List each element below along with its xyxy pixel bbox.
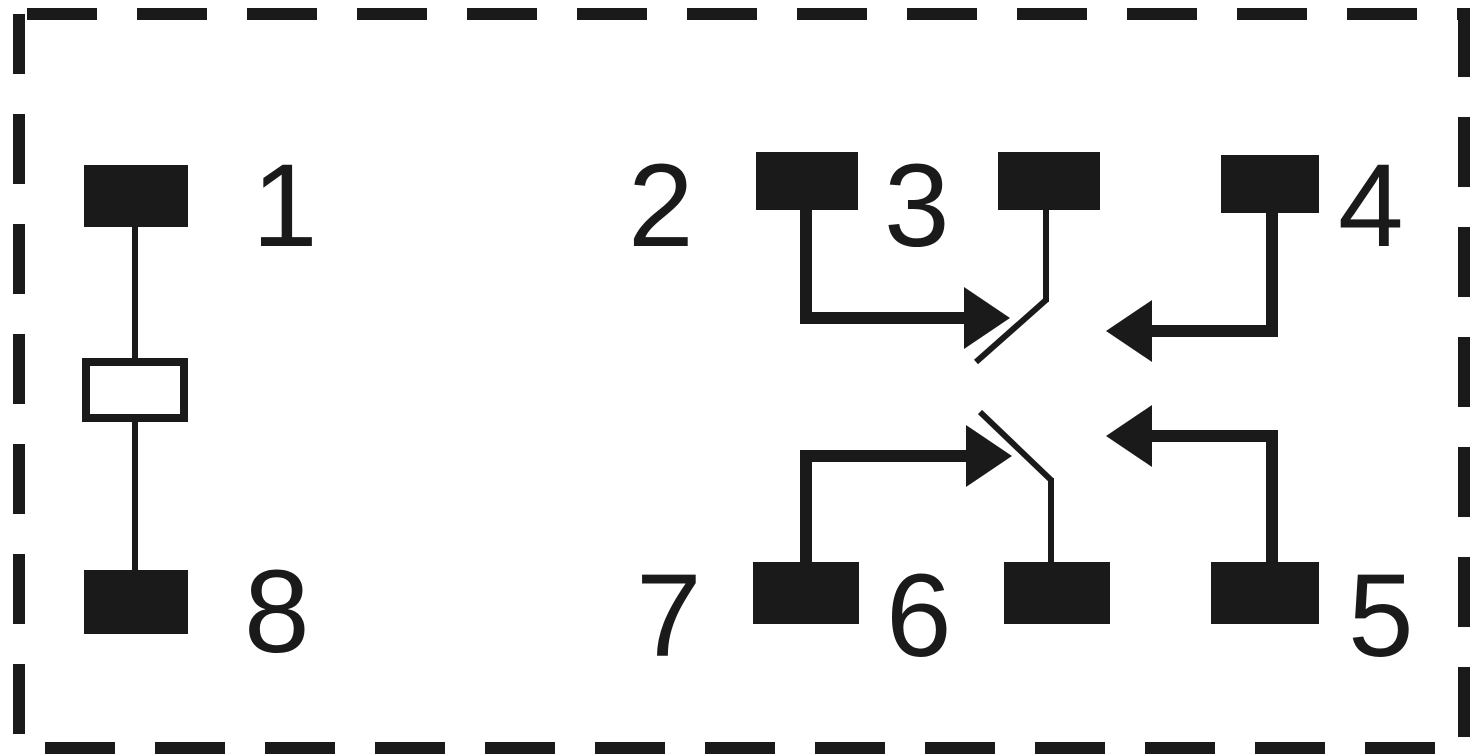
pin-label-1: 1 xyxy=(252,140,318,272)
pin-4-arrowhead xyxy=(1106,300,1152,362)
pin-label-8: 8 xyxy=(244,546,310,678)
pin-label-2: 2 xyxy=(628,140,694,272)
pin-label-5: 5 xyxy=(1348,550,1414,682)
pad-pin-5 xyxy=(1211,562,1319,624)
pad-pin-7 xyxy=(753,562,859,624)
package-outline xyxy=(13,8,1470,754)
pin-7-lead xyxy=(800,450,966,564)
pad-pin-6 xyxy=(1004,562,1110,624)
lower-switch-blade xyxy=(977,409,1054,483)
pad-pin-4 xyxy=(1221,155,1319,213)
pin-5-lead xyxy=(1150,430,1278,564)
coil-symbol xyxy=(82,358,188,422)
pin-label-3: 3 xyxy=(884,140,950,272)
pin-label-6: 6 xyxy=(886,550,952,682)
pad-pin-8 xyxy=(84,570,188,634)
pin-2-lead xyxy=(800,208,966,324)
pad-pin-1 xyxy=(84,165,188,227)
pin-4-lead xyxy=(1150,211,1278,337)
upper-switch-blade xyxy=(974,297,1048,365)
pin-label-4: 4 xyxy=(1338,140,1404,272)
lower-switch xyxy=(800,405,1278,564)
pin-2-arrowhead xyxy=(964,287,1010,349)
pin-7-arrowhead xyxy=(966,425,1012,487)
pad-pin-3 xyxy=(998,152,1100,210)
upper-switch xyxy=(800,208,1278,365)
coil-circuit xyxy=(82,224,188,572)
pad-pin-2 xyxy=(756,152,858,210)
pin-label-7: 7 xyxy=(636,550,702,682)
pin-5-arrowhead xyxy=(1106,405,1152,467)
